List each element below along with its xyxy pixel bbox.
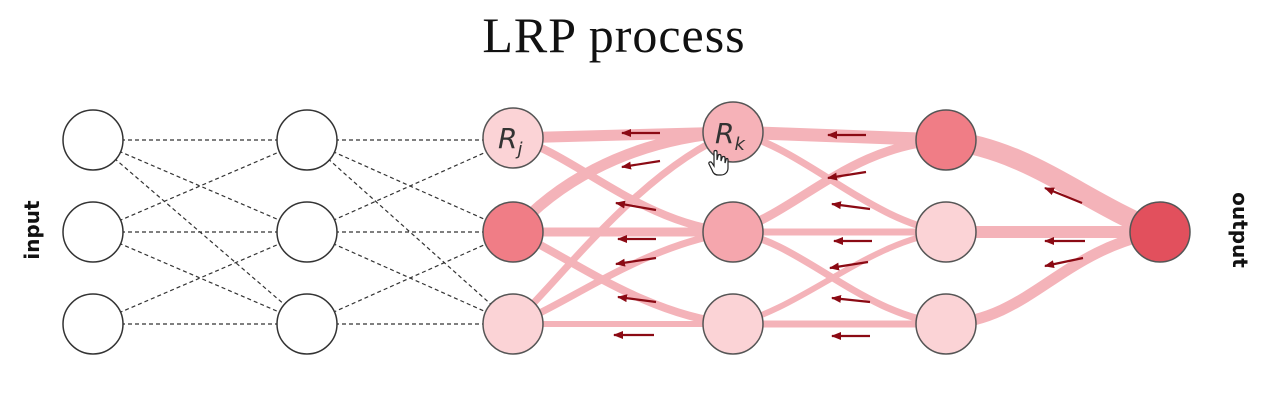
input-node-3 bbox=[62, 293, 124, 355]
flow-arrows bbox=[613, 129, 1085, 340]
hidden1-node-1 bbox=[276, 109, 338, 171]
input-node-1 bbox=[62, 109, 124, 171]
dashed-connections bbox=[92, 139, 514, 325]
node-rj bbox=[482, 107, 544, 169]
relevance-flows-output bbox=[936, 130, 1170, 330]
relevance-flows-l5-l4 bbox=[726, 125, 953, 328]
hidden2-node-3 bbox=[482, 293, 544, 355]
layer-hidden-1 bbox=[276, 109, 338, 355]
hidden1-node-3 bbox=[276, 293, 338, 355]
layer-input bbox=[62, 109, 124, 355]
hidden2-node-2 bbox=[482, 201, 544, 263]
layer-hidden-2 bbox=[482, 107, 544, 355]
hidden4-node-1 bbox=[915, 109, 977, 171]
input-node-2 bbox=[62, 201, 124, 263]
layer-hidden-4 bbox=[915, 109, 977, 355]
hidden3-node-3 bbox=[702, 293, 764, 355]
hidden4-node-3 bbox=[915, 293, 977, 355]
node-rk bbox=[702, 101, 764, 163]
rj-label: Rj bbox=[498, 122, 522, 160]
hidden4-node-2 bbox=[915, 201, 977, 263]
output-node bbox=[1129, 201, 1191, 263]
rk-label: Rk bbox=[715, 117, 746, 155]
hidden3-node-2 bbox=[702, 201, 764, 263]
hand-pointer-icon bbox=[708, 149, 729, 176]
hidden1-node-2 bbox=[276, 201, 338, 263]
relevance-flows-l4-l3 bbox=[507, 126, 739, 328]
layer-hidden-3 bbox=[702, 101, 764, 355]
diagram-title: LRP process bbox=[482, 7, 746, 63]
